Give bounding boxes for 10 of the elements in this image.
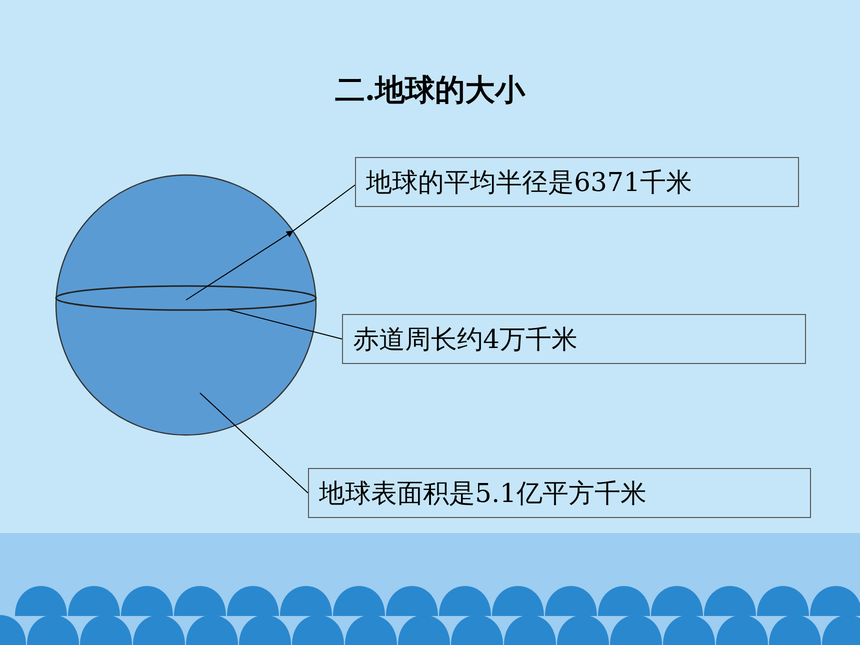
callout-box: 地球的平均半径是6371千米 <box>355 157 799 207</box>
callout-box: 赤道周长约4万千米 <box>342 314 806 364</box>
leader-line <box>200 392 308 494</box>
callout-box: 地球表面积是5.1亿平方千米 <box>308 468 811 518</box>
leader-line <box>226 308 342 340</box>
leader-line <box>292 184 356 232</box>
equator-ellipse <box>55 285 317 311</box>
title: 二.地球的大小 <box>334 72 526 110</box>
sphere-drawing <box>55 174 317 436</box>
arrow <box>186 230 294 300</box>
